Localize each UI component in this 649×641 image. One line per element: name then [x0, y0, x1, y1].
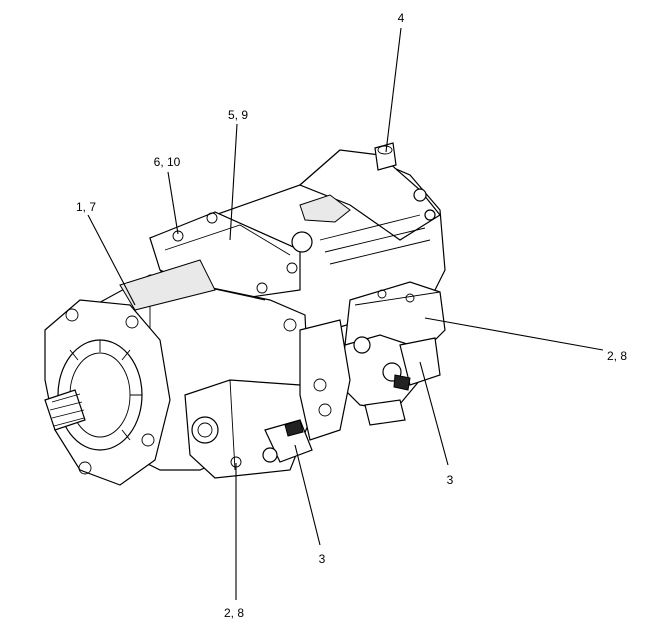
callout-label: 3 — [447, 473, 454, 487]
callout-label: 4 — [398, 11, 405, 25]
pump-assembly — [44, 142, 446, 486]
callout-label: 2, 8 — [607, 349, 627, 363]
callout-labels: 4 5, 9 6, 10 1, 7 2, 8 3 3 2, 8 — [76, 11, 627, 620]
callout-label: 1, 7 — [76, 200, 96, 214]
callout-leaders — [87, 27, 604, 600]
callout-label: 3 — [319, 552, 326, 566]
callout-label: 2, 8 — [224, 606, 244, 620]
callout-label: 5, 9 — [228, 108, 248, 122]
callout-label: 6, 10 — [154, 155, 181, 169]
